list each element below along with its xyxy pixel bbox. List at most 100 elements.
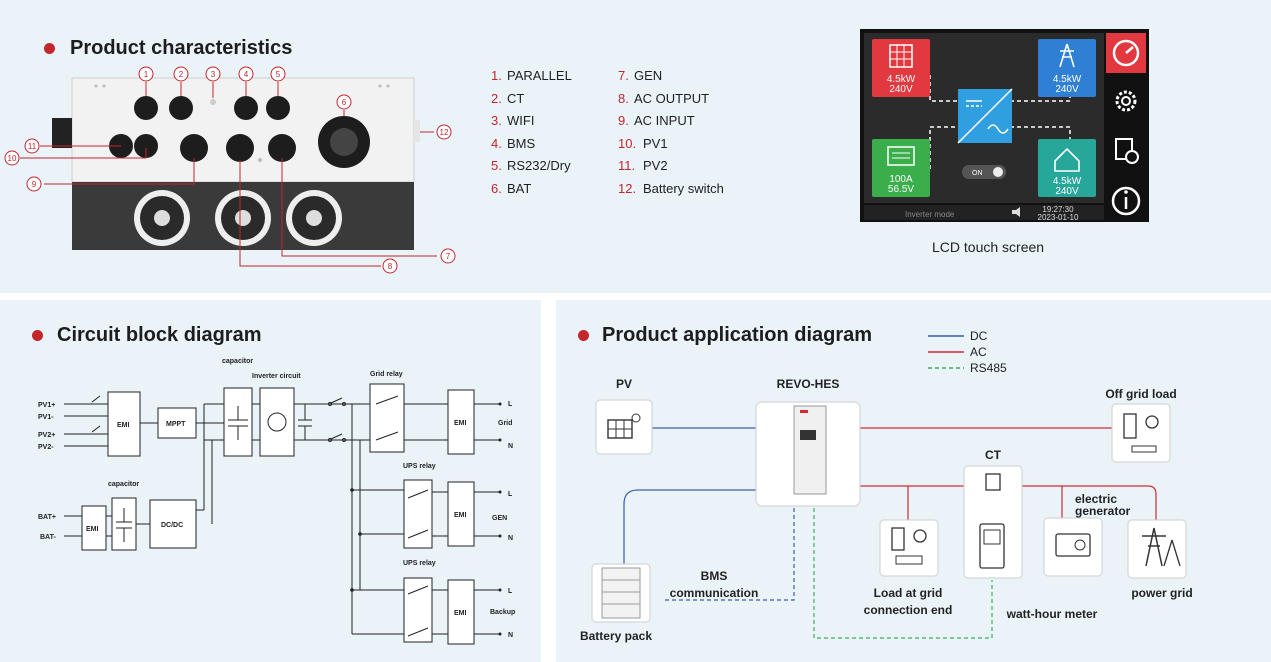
output-n-label: N — [508, 443, 513, 450]
pv-input-label: PV1- — [38, 414, 54, 421]
lcd-load-tile: 4.5kW 240V — [1038, 139, 1096, 197]
lcd-pv-tile: 4.5kW 240V — [872, 39, 930, 97]
legend-label: DC — [970, 329, 988, 343]
capacitor-label: capacitor — [222, 358, 253, 365]
power-grid-node: power grid — [1127, 519, 1193, 600]
power-grid-label: power grid — [1131, 586, 1192, 600]
port-label: GEN — [634, 68, 663, 83]
lcd-battery-voltage: 56.5V — [888, 184, 914, 195]
lcd-pv-voltage: 240V — [889, 84, 913, 95]
pv-input-label: PV2- — [38, 444, 54, 451]
output-n-label: N — [508, 535, 513, 542]
pv-input-label: PV1+ — [38, 402, 55, 409]
callout-marker: 6 — [336, 94, 352, 110]
grid-load-label-2: connection end — [864, 603, 953, 617]
lcd-mode-text: Inverter mode — [905, 210, 955, 219]
port-number: 5. — [491, 158, 502, 173]
callout-number: 12 — [440, 128, 449, 137]
application-diagram: DC AC RS485 PV — [580, 329, 1193, 643]
battery-label: Battery pack — [580, 629, 652, 643]
output-l-label: L — [508, 401, 513, 408]
inverter-label: REVO-HES — [777, 377, 840, 391]
lcd-grid-power: 4.5kW — [1053, 74, 1082, 85]
port-label: BAT — [507, 180, 532, 196]
grid-load-node: Load at grid connection end — [864, 519, 953, 617]
lcd-screen: 4.5kW 240V 4.5kW 240V 100A 56.5V — [860, 29, 1149, 222]
circuit-panel: Circuit block diagram — [0, 300, 541, 662]
grid-load-label-1: Load at grid — [874, 586, 943, 600]
generator-label-1: electric — [1075, 492, 1117, 506]
emi-grid-block — [447, 389, 475, 455]
callout-number: 7 — [446, 252, 451, 261]
bulb-icon — [913, 529, 927, 543]
emi-bat-block — [81, 505, 107, 551]
transmission-tower-icon — [1142, 527, 1166, 567]
callout-number: 10 — [8, 154, 17, 163]
port-list-item: 1.PARALLEL — [491, 65, 572, 88]
bat-input-label: BAT- — [40, 534, 56, 541]
inverter-node: REVO-HES — [755, 377, 861, 507]
volume-icon — [1012, 207, 1020, 217]
port-label: PV1 — [643, 135, 668, 151]
output-name-label: Backup — [490, 609, 515, 616]
lcd-battery-tile: 100A 56.5V — [872, 139, 930, 197]
port-list-item: 6. BAT — [491, 178, 572, 201]
pv-node: PV — [595, 377, 653, 455]
meter-label: watt-hour meter — [1006, 607, 1098, 621]
off-grid-load-node: Off grid load — [1105, 387, 1177, 463]
port-label: PARALLEL — [507, 68, 572, 83]
section-bullet — [44, 43, 55, 54]
bat-input-label: BAT+ — [38, 514, 56, 521]
ct-label: CT — [985, 448, 1002, 462]
circuit-title: Circuit block diagram — [57, 324, 262, 346]
lcd-toggle[interactable]: ON — [962, 165, 1006, 179]
callout-number: 5 — [276, 70, 281, 79]
settings-icon — [1115, 90, 1137, 112]
lcd-grid-voltage: 240V — [1055, 84, 1079, 95]
emi-gen-block — [447, 481, 475, 547]
product-title: Product characteristics — [70, 37, 293, 59]
port-number: 6. — [491, 180, 502, 196]
port-label: BMS — [507, 135, 536, 151]
legend-label: RS485 — [970, 361, 1007, 375]
port-label: AC OUTPUT — [634, 90, 710, 106]
dashboard-icon — [1112, 39, 1140, 67]
ups-relay-label: UPS relay — [403, 463, 436, 470]
ups-relay-label: UPS relay — [403, 560, 436, 567]
callout-marker: 12 — [436, 124, 452, 140]
callout-marker: 3 — [205, 66, 221, 82]
port-label: PV2 — [643, 158, 668, 173]
battery-pack-icon — [601, 567, 641, 619]
emi-backup-block — [447, 579, 475, 645]
port-list-item: 3.WIFI — [491, 110, 572, 133]
lcd-side-menu — [1106, 33, 1146, 216]
port-list-item: 12.Battery switch — [618, 178, 724, 201]
inverter-circuit-block — [259, 387, 295, 457]
emi-label: EMI — [454, 512, 467, 519]
emi-label: EMI — [454, 610, 467, 617]
callout-marker: 7 — [440, 248, 456, 264]
dcdc-block — [149, 499, 197, 549]
port-list-item: 2.CT — [491, 88, 572, 111]
callout-marker: 4 — [238, 66, 254, 82]
application-title: Product application diagram — [602, 324, 873, 346]
application-panel: Product application diagram DC AC RS485 — [556, 300, 1271, 662]
section-bullet — [578, 330, 589, 341]
port-number: 2. — [491, 90, 502, 106]
callout-number: 11 — [28, 142, 37, 151]
callout-number: 2 — [179, 70, 184, 79]
callout-number: 4 — [244, 70, 249, 79]
callout-marker: 5 — [270, 66, 286, 82]
product-panel: Product characteristics — [0, 0, 1271, 293]
meter-icon — [979, 523, 1005, 569]
output-name-label: Grid — [498, 420, 512, 427]
emi-label: EMI — [86, 526, 99, 533]
generator-label-2: generator — [1075, 504, 1131, 518]
bms-label-1: BMS — [701, 569, 728, 583]
grid-relay-label: Grid relay — [370, 371, 403, 378]
port-number: 9. — [618, 113, 629, 128]
legend: DC AC RS485 — [928, 329, 1007, 375]
output-n-label: N — [508, 632, 513, 639]
port-list-item: 10.PV1 — [618, 133, 724, 156]
